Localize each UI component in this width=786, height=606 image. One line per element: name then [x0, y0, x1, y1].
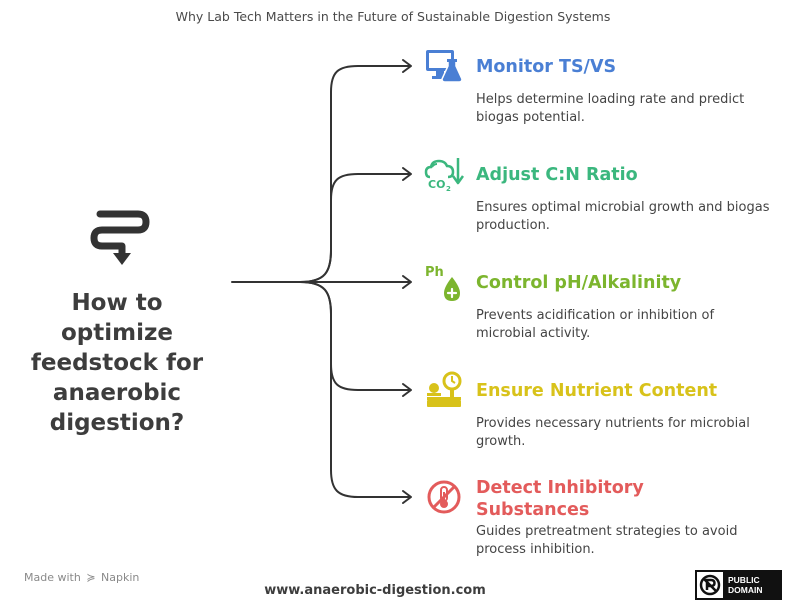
badge-line-public: PUBLIC — [728, 575, 760, 585]
no-thermometer-icon — [427, 480, 461, 514]
made-with-credit: Made with ≽ Napkin — [24, 571, 139, 584]
svg-text:2: 2 — [446, 185, 451, 193]
branch-line-2 — [299, 173, 411, 283]
item-title-nutrient: Ensure Nutrient Content — [476, 381, 718, 401]
arrowhead-5 — [402, 490, 412, 504]
winding-arrow-icon — [90, 210, 150, 265]
co2-icon-label: CO — [428, 178, 445, 191]
website-url: www.anaerobic-digestion.com — [264, 583, 486, 598]
public-domain-icon — [699, 574, 721, 596]
nutrient-scale-icon — [427, 371, 462, 407]
made-with-label: Made with — [24, 571, 81, 584]
badge-line-domain: DOMAIN — [728, 585, 763, 595]
napkin-logo-icon: ≽ — [86, 571, 96, 584]
item-desc-cn-ratio: Ensures optimal microbial growth and bio… — [476, 200, 770, 233]
branch-line-5 — [299, 281, 411, 498]
item-desc-nutrient: Provides necessary nutrients for microbi… — [476, 416, 750, 449]
item-title-ph: Control pH/Alkalinity — [476, 273, 682, 293]
ph-drop-icon: Ph — [425, 265, 460, 301]
arrowhead-3 — [402, 275, 412, 289]
co2-cloud-icon: CO 2 — [424, 158, 464, 193]
central-question: How to optimize feedstock for anaerobic … — [30, 290, 204, 436]
arrowhead-4 — [402, 383, 412, 397]
item-title-inhibitory: Detect Inhibitory Substances — [476, 478, 644, 520]
item-title-cn-ratio: Adjust C:N Ratio — [476, 165, 638, 185]
public-domain-badge: PUBLIC DOMAIN — [695, 570, 782, 600]
ph-icon-label: Ph — [425, 265, 444, 280]
monitor-flask-icon — [426, 50, 463, 83]
branch-line-4 — [299, 281, 411, 391]
arrowhead-2 — [402, 167, 412, 181]
napkin-brand: Napkin — [101, 571, 140, 584]
item-desc-ph: Prevents acidification or inhibition of … — [476, 308, 715, 341]
arrowhead-1 — [402, 59, 412, 73]
diagram-title: Why Lab Tech Matters in the Future of Su… — [175, 9, 611, 24]
item-title-monitor: Monitor TS/VS — [476, 57, 617, 77]
item-desc-monitor: Helps determine loading rate and predict… — [476, 92, 745, 125]
item-desc-inhibitory: Guides pretreatment strategies to avoid … — [476, 524, 738, 557]
